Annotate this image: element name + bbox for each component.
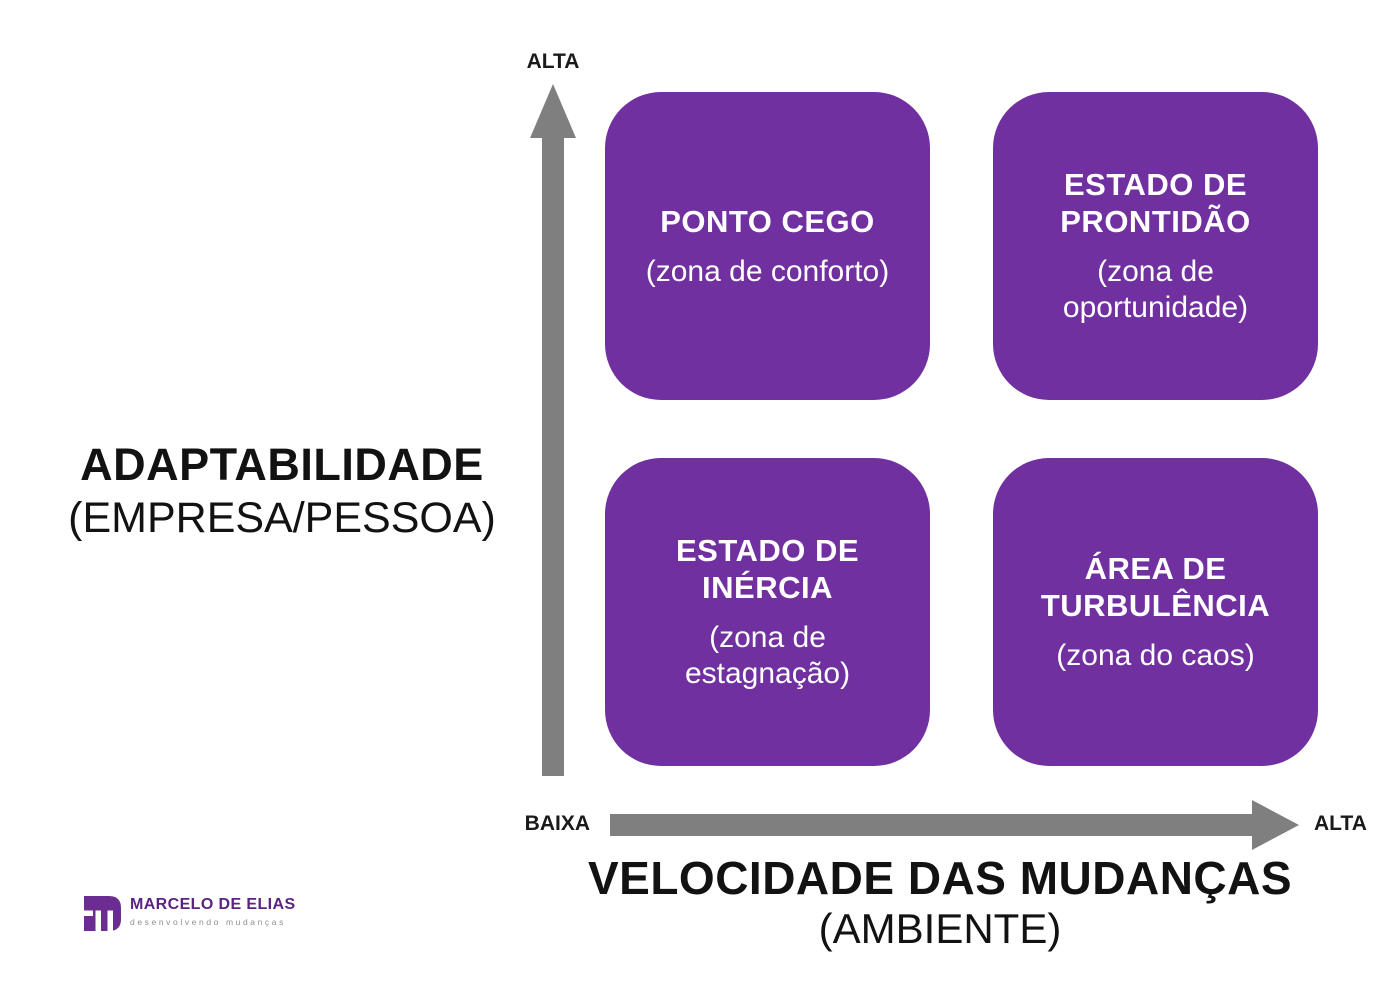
quadrant-title: ESTADO DE INÉRCIA xyxy=(675,533,860,605)
quadrant-bottom-left: ESTADO DE INÉRCIA (zona de estagnação) xyxy=(605,458,930,766)
quadrant-subtitle: (zona de estagnação) xyxy=(684,621,851,690)
quadrant-subtitle: (zona do caos) xyxy=(1056,639,1255,672)
x-axis-arrowhead-icon xyxy=(1252,800,1299,850)
logo-tagline: desenvolvendo mudanças xyxy=(130,917,286,927)
x-axis-title-main: VELOCIDADE DAS MUDANÇAS xyxy=(587,852,1293,904)
y-axis-arrow xyxy=(542,136,564,776)
quadrant-title: PONTO CEGO xyxy=(660,203,875,239)
x-axis-low-label: BAIXA xyxy=(524,812,590,835)
quadrant-bottom-right: ÁREA DE TURBULÊNCIA (zona do caos) xyxy=(993,458,1318,766)
quadrant-title: ÁREA DE TURBULÊNCIA xyxy=(1040,551,1271,623)
x-axis-arrow xyxy=(610,814,1252,836)
y-axis-title: ADAPTABILIDADE (EMPRESA/PESSOA) xyxy=(22,438,542,544)
x-axis-title: VELOCIDADE DAS MUDANÇAS (AMBIENTE) xyxy=(565,852,1315,954)
logo-text: MARCELO DE ELIAS desenvolvendo mudanças xyxy=(130,896,296,928)
y-axis-arrowhead-icon xyxy=(530,84,576,138)
quadrant-subtitle: (zona de conforto) xyxy=(645,254,890,288)
x-axis-title-sub: (AMBIENTE) xyxy=(818,905,1062,952)
logo-name: MARCELO DE ELIAS xyxy=(130,896,296,913)
logo-m-icon xyxy=(84,896,121,936)
y-axis-high-label: ALTA xyxy=(526,50,580,73)
quadrant-subtitle: (zona de oportunidade) xyxy=(1062,255,1249,324)
y-axis-title-main: ADAPTABILIDADE xyxy=(80,439,484,490)
quadrant-top-left: PONTO CEGO (zona de conforto) xyxy=(605,92,930,400)
y-axis-title-sub: (EMPRESA/PESSOA) xyxy=(68,494,496,542)
brand-logo: MARCELO DE ELIAS desenvolvendo mudanças xyxy=(84,896,296,936)
quadrant-title: ESTADO DE PRONTIDÃO xyxy=(1060,167,1251,239)
quadrant-top-right: ESTADO DE PRONTIDÃO (zona de oportunidad… xyxy=(993,92,1318,400)
x-axis-high-label: ALTA xyxy=(1314,812,1367,835)
